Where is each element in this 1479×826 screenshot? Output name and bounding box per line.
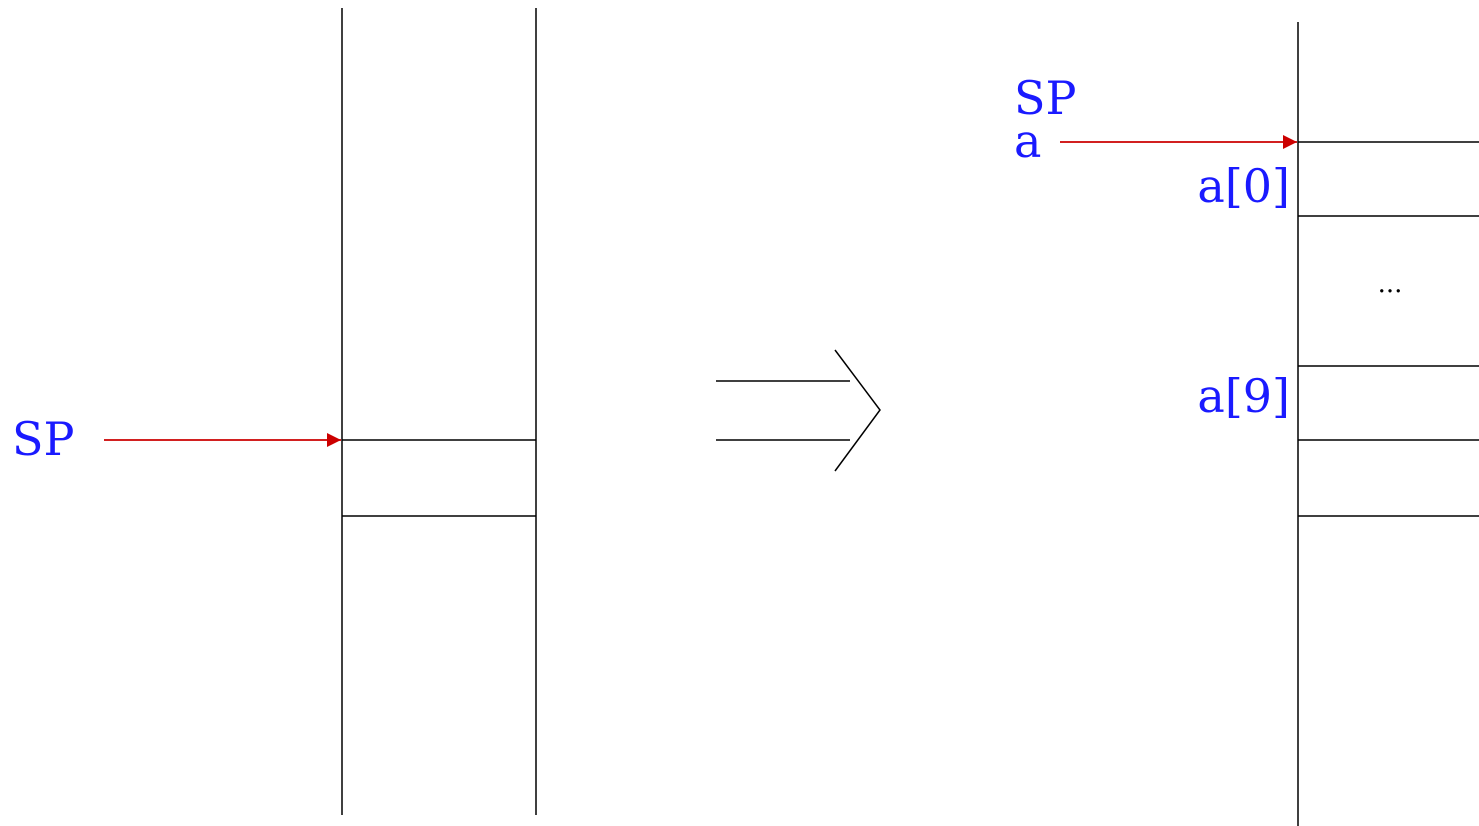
cell-label-a9: a[9] xyxy=(1197,369,1290,423)
right-a-label: a xyxy=(1014,114,1041,168)
left-sp-label: SP xyxy=(12,412,74,466)
cell-ellipsis: ... xyxy=(1378,269,1403,299)
cell-label-a0: a[0] xyxy=(1197,159,1290,213)
right-stack xyxy=(1297,22,1479,826)
left-stack xyxy=(341,8,537,815)
double-arrow-right-icon xyxy=(716,349,881,472)
right-sp-label: SP xyxy=(1014,71,1076,125)
